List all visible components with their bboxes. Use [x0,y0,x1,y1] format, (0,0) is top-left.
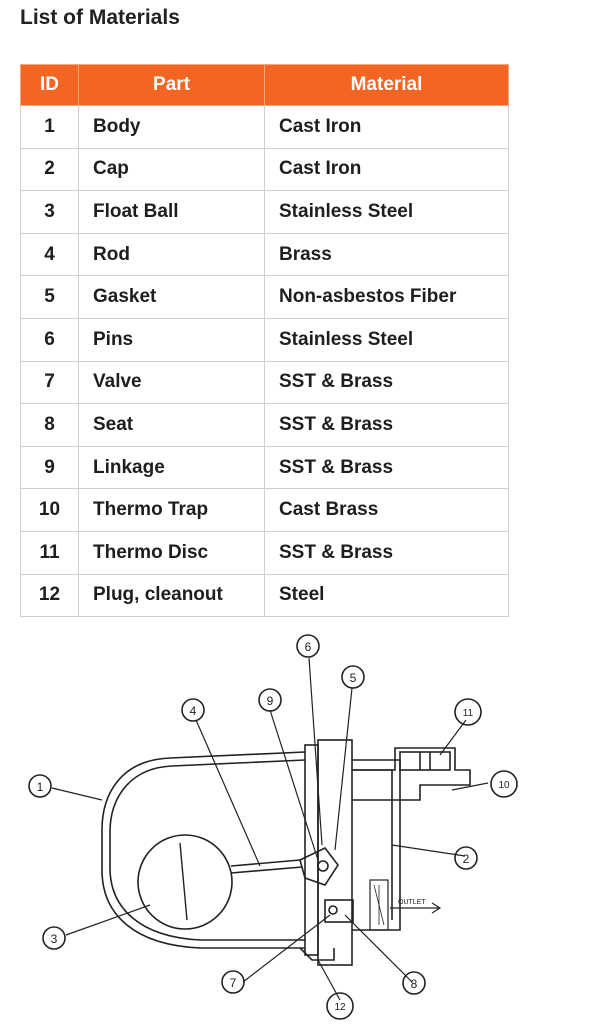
callout-12: 12 [326,992,354,1020]
cell-part: Plug, cleanout [78,573,265,618]
svg-text:1: 1 [37,780,44,794]
trap-body-inner [109,759,306,941]
cell-id: 2 [20,147,79,192]
cell-material: SST & Brass [264,360,509,405]
cap-flange [317,739,353,966]
trap-body-outline [101,751,306,949]
callout-4: 4 [181,698,205,722]
callout-6: 6 [296,634,320,658]
float-rod [230,859,303,874]
cell-part: Valve [78,360,265,405]
cell-id: 1 [20,105,79,149]
cell-id: 11 [20,530,79,575]
callout-10: 10 [490,770,518,798]
header-id: ID [20,64,79,106]
cell-id: 6 [20,317,79,362]
cell-material: Stainless Steel [264,317,509,362]
cell-part: Gasket [78,275,265,319]
svg-text:10: 10 [498,780,510,791]
cell-part: Thermo Disc [78,530,265,575]
svg-text:7: 7 [230,976,237,990]
table-header-row: ID Part Material [20,64,509,106]
linkage [299,846,339,886]
cell-material: Steel [264,573,509,618]
header-part: Part [78,64,265,106]
cell-id: 5 [20,275,79,319]
cell-material: SST & Brass [264,445,509,490]
cell-id: 12 [20,573,79,618]
cell-id: 3 [20,190,79,234]
cell-material: Cast Iron [264,105,509,149]
callout-7: 7 [221,970,245,994]
outlet-label: OUTLET [398,899,426,906]
cell-material: Cast Iron [264,147,509,192]
cell-id: 10 [20,488,79,532]
outlet-arrow [390,902,442,914]
cell-material: SST & Brass [264,530,509,575]
outlet-screen [369,879,389,931]
cell-id: 4 [20,232,79,277]
cell-part: Cap [78,147,265,192]
cell-id: 8 [20,403,79,447]
cell-material: Cast Brass [264,488,509,532]
callout-3: 3 [42,926,66,950]
svg-text:2: 2 [463,852,470,866]
header-material: Material [264,64,509,106]
svg-text:5: 5 [350,671,357,685]
cell-material: Stainless Steel [264,190,509,234]
float-ball [137,834,233,930]
svg-text:6: 6 [305,640,312,654]
cell-part: Thermo Trap [78,488,265,532]
cell-part: Rod [78,232,265,277]
callout-5: 5 [341,665,365,689]
callout-9: 9 [258,688,282,712]
cell-id: 9 [20,445,79,490]
svg-text:4: 4 [190,704,197,718]
thermo-disc [399,751,451,771]
callout-1: 1 [28,774,52,798]
callout-8: 8 [402,971,426,995]
cleanout-plug [299,947,335,961]
svg-text:9: 9 [267,694,274,708]
thermo-trap [352,747,471,801]
page-title: List of Materials [20,6,180,29]
cell-part: Float Ball [78,190,265,234]
cell-part: Seat [78,403,265,447]
cell-id: 7 [20,360,79,405]
callout-11: 11 [454,698,482,726]
svg-text:8: 8 [411,977,418,991]
svg-text:12: 12 [334,1002,346,1013]
cell-part: Pins [78,317,265,362]
cell-material: Non-asbestos Fiber [264,275,509,319]
valve-seat [324,899,354,923]
cell-material: Brass [264,232,509,277]
svg-text:11: 11 [463,708,474,719]
svg-text:3: 3 [51,932,58,946]
cell-material: SST & Brass [264,403,509,447]
cell-part: Body [78,105,265,149]
cell-part: Linkage [78,445,265,490]
steam-trap-diagram: OUTLET 1 2 3 4 5 6 7 8 9 10 11 12 [28,634,518,1020]
callout-2: 2 [454,846,478,870]
